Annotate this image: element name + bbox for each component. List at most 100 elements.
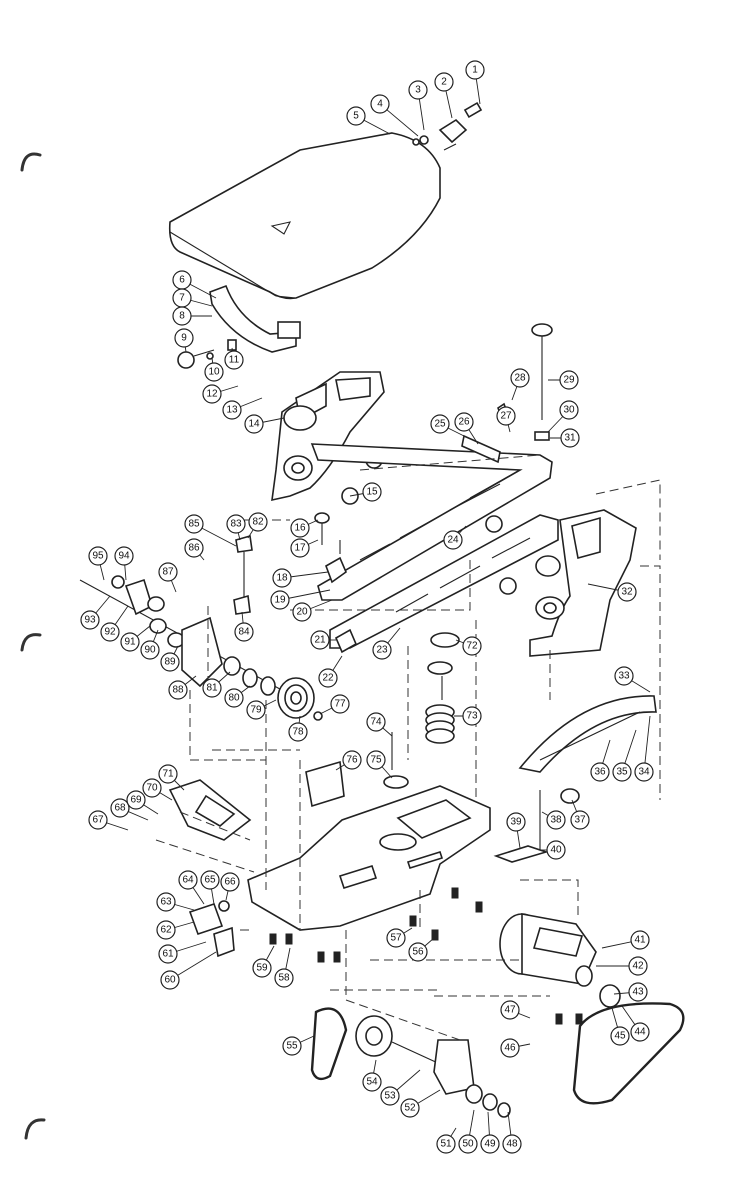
callout-number: 84 — [238, 627, 250, 638]
callout-number: 22 — [322, 673, 334, 684]
callout-circle — [204, 362, 224, 382]
callout-number: 72 — [466, 641, 478, 652]
callout-number: 6 — [179, 275, 185, 286]
callout-circle — [160, 970, 180, 990]
callout-circle — [202, 384, 222, 404]
callout-number: 54 — [366, 1077, 378, 1088]
callout-circle — [560, 428, 580, 448]
callout-circle — [465, 60, 485, 80]
callout-circle — [500, 1000, 520, 1020]
callout-number: 15 — [366, 487, 378, 498]
callout-87: 87 — [158, 562, 178, 593]
callout-41: 41 — [601, 930, 650, 950]
table-trunnion — [177, 284, 301, 369]
callout-number: 12 — [206, 389, 218, 400]
callout-circle — [172, 306, 192, 326]
callout-33: 33 — [614, 666, 651, 693]
callout-circle — [370, 94, 390, 114]
callout-number: 95 — [92, 551, 104, 562]
callout-number: 73 — [466, 711, 478, 722]
callout-number: 64 — [182, 875, 194, 886]
callout-number: 45 — [614, 1031, 626, 1042]
callout-circle — [506, 812, 526, 832]
table-lock-parts — [412, 101, 483, 151]
callout-circle — [184, 514, 204, 534]
callout-37: 37 — [570, 799, 590, 830]
callout-circle — [156, 892, 176, 912]
callout-86: 86 — [184, 538, 205, 561]
callout-circle — [628, 956, 648, 976]
callout-7: 7 — [172, 288, 213, 308]
callout-circle — [630, 930, 650, 950]
drive-shaft-assembly — [79, 575, 323, 721]
callout-51: 51 — [436, 1127, 457, 1154]
part-callouts: 1234567891011121314151617181920212223242… — [80, 60, 654, 1154]
callout-circle — [462, 706, 482, 726]
callout-92: 92 — [100, 605, 129, 642]
blade-clamp-parts — [314, 512, 358, 654]
callout-number: 94 — [118, 551, 130, 562]
callout-circle — [318, 668, 338, 688]
callout-68: 68 — [110, 798, 149, 821]
motor — [499, 913, 621, 1008]
callout-number: 23 — [376, 645, 388, 656]
callout-number: 79 — [250, 705, 262, 716]
callout-55: 55 — [282, 1035, 315, 1056]
callout-circle — [248, 512, 268, 532]
callout-circle — [500, 1038, 520, 1058]
callout-circle — [346, 106, 366, 126]
tilt-scale-assembly — [493, 695, 657, 863]
callout-circle — [628, 982, 648, 1002]
link-arm — [461, 434, 501, 464]
callout-75: 75 — [366, 750, 393, 779]
callout-circle — [408, 942, 428, 962]
callout-circle — [100, 622, 120, 642]
callout-85: 85 — [184, 514, 237, 547]
callout-36: 36 — [590, 739, 611, 782]
callout-circle — [246, 700, 266, 720]
callout-circle — [252, 958, 272, 978]
drive-belts — [310, 1002, 685, 1105]
callout-10: 10 — [204, 357, 224, 382]
callout-number: 18 — [276, 573, 288, 584]
callout-number: 48 — [506, 1139, 518, 1150]
callout-circle — [202, 678, 222, 698]
callout-88: 88 — [168, 675, 197, 700]
callout-40: 40 — [540, 840, 566, 860]
callout-number: 39 — [510, 817, 522, 828]
callout-28: 28 — [510, 368, 530, 401]
rocker-link — [233, 534, 253, 615]
callout-number: 77 — [334, 699, 346, 710]
callout-number: 37 — [574, 815, 586, 826]
callout-number: 57 — [390, 933, 402, 944]
callout-circle — [454, 412, 474, 432]
callout-circle — [168, 680, 188, 700]
callout-24: 24 — [443, 525, 467, 550]
callout-31: 31 — [550, 428, 580, 448]
callout-circle — [270, 590, 290, 610]
callout-circle — [158, 562, 178, 582]
callout-2: 2 — [434, 72, 454, 119]
callout-12: 12 — [202, 384, 239, 404]
callout-circle — [140, 640, 160, 660]
callout-circle — [158, 764, 178, 784]
callout-circle — [366, 712, 386, 732]
callout-number: 60 — [164, 975, 176, 986]
callout-circle — [612, 762, 632, 782]
callout-number: 68 — [114, 803, 126, 814]
callout-32: 32 — [587, 582, 637, 602]
base-plate — [247, 785, 491, 931]
callout-number: 35 — [616, 767, 628, 778]
callout-45: 45 — [610, 1007, 630, 1046]
callout-circle — [546, 840, 566, 860]
callout-circle — [184, 538, 204, 558]
callout-number: 69 — [130, 795, 142, 806]
callout-number: 71 — [162, 769, 174, 780]
callout-circle — [282, 1036, 302, 1056]
callout-8: 8 — [172, 306, 212, 326]
callout-62: 62 — [156, 920, 195, 940]
callout-number: 38 — [550, 815, 562, 826]
callout-95: 95 — [88, 546, 108, 581]
callout-number: 59 — [256, 963, 268, 974]
